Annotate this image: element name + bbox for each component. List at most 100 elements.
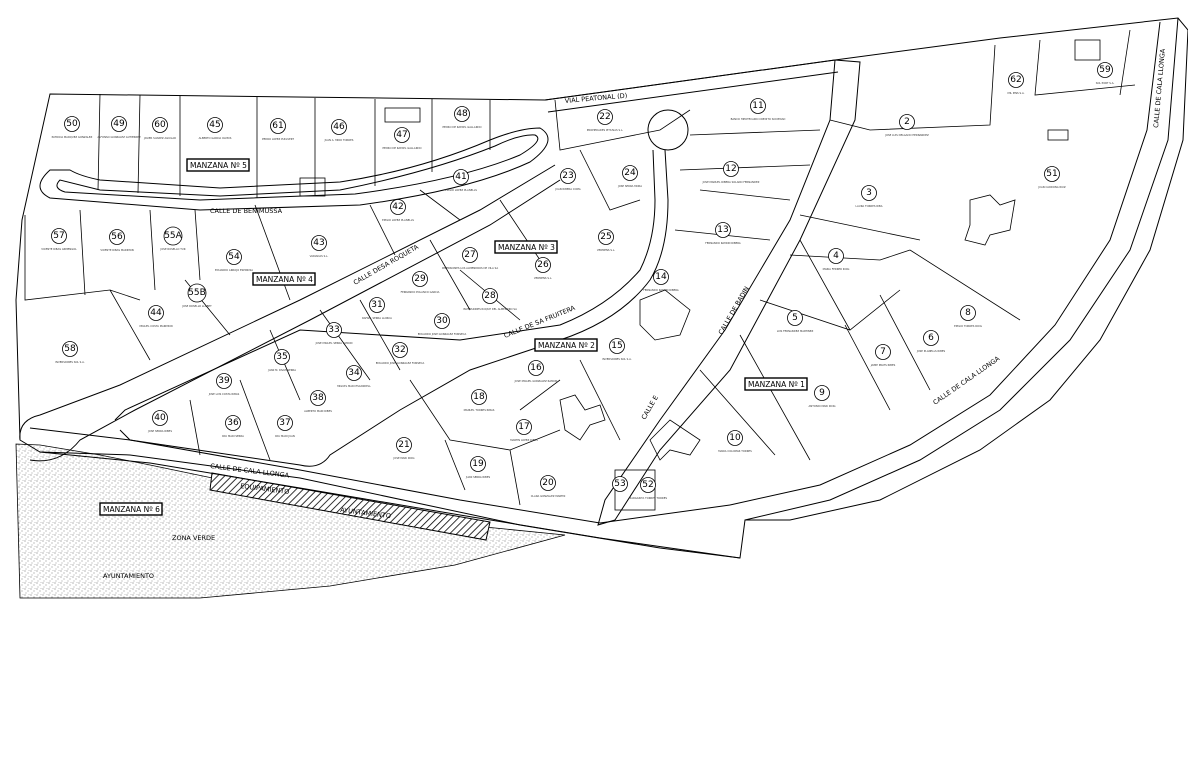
lot-owner: JOSE PLANELLS RIBES bbox=[916, 349, 946, 353]
lot-number: 26 bbox=[537, 260, 549, 270]
lot-owner: INVERSIONES ROQUE DEL ALMENDRO SA bbox=[463, 307, 517, 311]
lot-circle bbox=[412, 271, 428, 287]
lot-owner: MIGUEL MARI ESCANDELL bbox=[337, 384, 371, 388]
block-label-m6: MANZANA Nº 6 bbox=[99, 502, 163, 516]
lot-circle bbox=[814, 385, 830, 401]
lot-number: 48 bbox=[456, 109, 468, 119]
lot-circle bbox=[62, 341, 78, 357]
lot-circle bbox=[310, 390, 326, 406]
lot-circle bbox=[727, 430, 743, 446]
lot-owner: JUAN M. RIVAS SERRA bbox=[267, 368, 296, 372]
lot-number: 31 bbox=[371, 300, 382, 310]
lot-number: 41 bbox=[455, 172, 466, 182]
lot-circle bbox=[828, 248, 844, 264]
lot-number: 24 bbox=[624, 168, 636, 178]
lot-circle bbox=[270, 118, 286, 134]
lot-owner: EMILIO TORRES ROIG bbox=[954, 324, 982, 328]
lot-circle bbox=[394, 127, 410, 143]
lot-circle bbox=[207, 117, 223, 133]
lot-circle bbox=[51, 228, 67, 244]
lot-circle bbox=[470, 456, 486, 472]
lot-number: 34 bbox=[348, 368, 360, 378]
lot-owner: PAU MARI SERRA bbox=[222, 434, 244, 438]
block-label-m5: MANZANA Nº 5 bbox=[186, 158, 250, 172]
lot-owner: MIGUEL COSTA MARIMON bbox=[139, 324, 172, 328]
lot-owner: FERNANDO RAMON RIBERA bbox=[705, 241, 741, 245]
lot-owner: MARTIN LOPEZ RIBES bbox=[510, 438, 538, 442]
lot-number: 38 bbox=[312, 393, 324, 403]
lot-number: 29 bbox=[414, 274, 426, 284]
road-desa-roqueta bbox=[19, 164, 561, 462]
lot-circle bbox=[311, 235, 327, 251]
road-cala-llonga-east-outer bbox=[744, 17, 1179, 521]
lot-circle bbox=[535, 257, 551, 273]
lot-owner: VICENTE RIBAS MARIMON bbox=[100, 248, 133, 252]
lot-circle bbox=[653, 269, 669, 285]
lot-number: 56 bbox=[111, 232, 123, 242]
lot-owner: RAFAEL SERRA LLORCA bbox=[362, 316, 392, 320]
road-sa-fruitera bbox=[114, 149, 669, 467]
lot-owner: JAVIER SUAREZ AGUILAR bbox=[143, 136, 176, 140]
street-label-cala-llonga-north: CALLE DE CALA LLONGA bbox=[1152, 48, 1167, 128]
lot-owner: JAIME PRATS RIBES bbox=[870, 363, 896, 367]
street-label-calle-e: CALLE E bbox=[640, 394, 660, 421]
lot-number: 11 bbox=[752, 101, 763, 111]
lot-owner: JUAN A. MIRO TORRES bbox=[324, 138, 354, 142]
lot-owner: ALBERTO GARCIA OLMOS bbox=[199, 136, 232, 140]
lot-circle bbox=[528, 360, 544, 376]
lot-number: 40 bbox=[154, 413, 166, 423]
lot-owner: JUAN SERRA RIBES bbox=[465, 475, 491, 479]
lot-number: 49 bbox=[113, 119, 125, 129]
lot-owner: PEDRO LOPEZ PUIGVERT bbox=[262, 137, 294, 141]
lot-owner: EDUARDO JOSE GONZALEZ FONSECA bbox=[376, 361, 425, 365]
lot-number: 61 bbox=[272, 121, 283, 131]
lot-circle bbox=[875, 344, 891, 360]
lot-circle bbox=[187, 283, 207, 303]
lot-number: 27 bbox=[464, 250, 475, 260]
block-label-m4: MANZANA Nº 4 bbox=[252, 272, 316, 286]
roundabout bbox=[647, 109, 689, 151]
lot-circle bbox=[899, 114, 915, 130]
lot-number: 17 bbox=[518, 422, 529, 432]
lot-owner: JOSE MIGUEL GONZALEZ RAMON bbox=[514, 379, 558, 383]
lot-circle bbox=[471, 389, 487, 405]
lot-number: 22 bbox=[599, 112, 610, 122]
lot-owner: INVERSIONES SOL S.A. bbox=[55, 360, 85, 364]
lot-owner: JOSE ROSELLO LLOBET bbox=[181, 304, 212, 308]
zone-label-zona-verde: ZONA VERDE bbox=[172, 534, 215, 542]
lot-number: 58 bbox=[64, 344, 76, 354]
lot-owner: JOSE SERRA MORA bbox=[617, 184, 642, 188]
lot-owner: PATRICIA MARQUEZ GONZALEZ bbox=[52, 135, 93, 139]
lot-circle bbox=[225, 415, 241, 431]
road-benimussa-inner bbox=[56, 134, 539, 201]
lot-number: 44 bbox=[150, 308, 162, 318]
lot-owner: JUAN RIBERA COMA bbox=[554, 187, 581, 191]
lot-owner: JOSE MANUEL RIBERA SOLANO FERNANDEZ bbox=[702, 180, 760, 184]
lot-circle bbox=[861, 185, 877, 201]
lot-circle bbox=[960, 305, 976, 321]
